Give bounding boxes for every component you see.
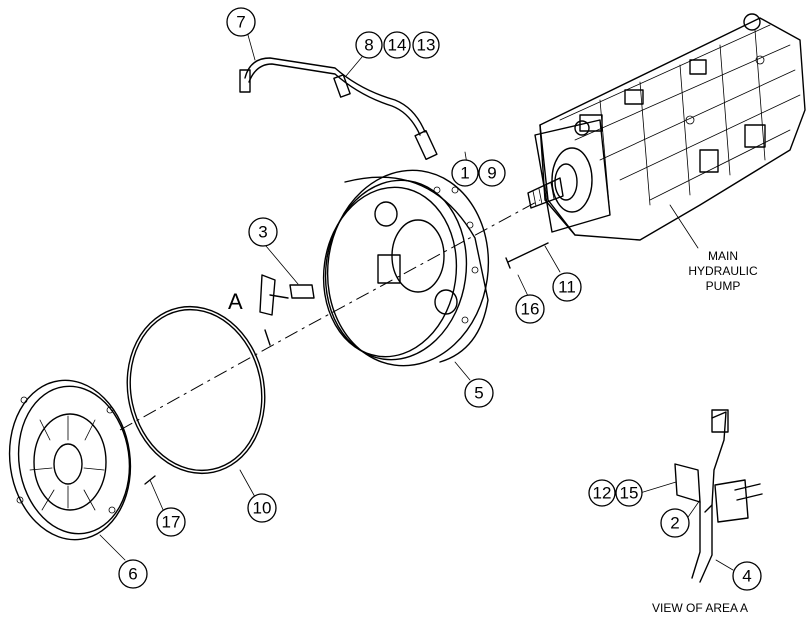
svg-text:15: 15 bbox=[620, 484, 639, 503]
svg-text:8: 8 bbox=[364, 36, 373, 55]
coupling-disc bbox=[8, 379, 132, 561]
callout-14: 14 bbox=[383, 31, 411, 59]
svg-text:7: 7 bbox=[236, 13, 245, 32]
hose-assembly bbox=[239, 34, 438, 161]
svg-text:10: 10 bbox=[253, 499, 272, 518]
view-caption: VIEW OF AREA A bbox=[652, 601, 748, 615]
svg-text:6: 6 bbox=[128, 565, 137, 584]
svg-text:16: 16 bbox=[521, 300, 540, 319]
svg-text:2: 2 bbox=[670, 514, 679, 533]
svg-text:13: 13 bbox=[417, 36, 436, 55]
svg-text:9: 9 bbox=[487, 164, 496, 183]
centre-line bbox=[119, 199, 541, 431]
callout-12: 12 bbox=[588, 479, 616, 507]
callout-3: 3 bbox=[248, 217, 278, 247]
svg-text:3: 3 bbox=[258, 223, 267, 242]
svg-text:14: 14 bbox=[388, 36, 407, 55]
pump-label-line1: MAIN bbox=[708, 249, 738, 263]
callout-13: 13 bbox=[412, 31, 440, 59]
callout-5: 5 bbox=[464, 378, 494, 408]
callout-16: 16 bbox=[515, 294, 545, 324]
bolt-17 bbox=[144, 475, 156, 485]
area-a-marker: A bbox=[228, 289, 243, 314]
callout-8: 8 bbox=[355, 31, 383, 59]
area-a-detail bbox=[639, 409, 763, 583]
callout-9: 9 bbox=[478, 159, 506, 187]
callout-7: 7 bbox=[226, 7, 256, 37]
main-hydraulic-pump bbox=[527, 13, 806, 249]
callout-1: 1 bbox=[451, 159, 479, 187]
svg-text:1: 1 bbox=[460, 164, 469, 183]
callout-2: 2 bbox=[660, 508, 690, 538]
svg-text:17: 17 bbox=[162, 513, 181, 532]
bracket-area-a bbox=[259, 245, 315, 346]
pump-label-line2: HYDRAULIC bbox=[688, 264, 758, 278]
seal-ring bbox=[126, 305, 266, 498]
callout-11: 11 bbox=[552, 272, 582, 302]
svg-text:5: 5 bbox=[474, 384, 483, 403]
callout-15: 15 bbox=[615, 479, 643, 507]
svg-text:11: 11 bbox=[558, 278, 576, 297]
svg-text:12: 12 bbox=[593, 484, 612, 503]
callout-17: 17 bbox=[156, 507, 186, 537]
svg-text:4: 4 bbox=[742, 567, 751, 586]
callout-4: 4 bbox=[732, 561, 762, 591]
flywheel-housing bbox=[322, 169, 490, 367]
callout-6: 6 bbox=[118, 559, 148, 589]
bolt-16 bbox=[505, 242, 549, 269]
pump-label-line3: PUMP bbox=[706, 279, 741, 293]
callout-10: 10 bbox=[247, 493, 277, 523]
